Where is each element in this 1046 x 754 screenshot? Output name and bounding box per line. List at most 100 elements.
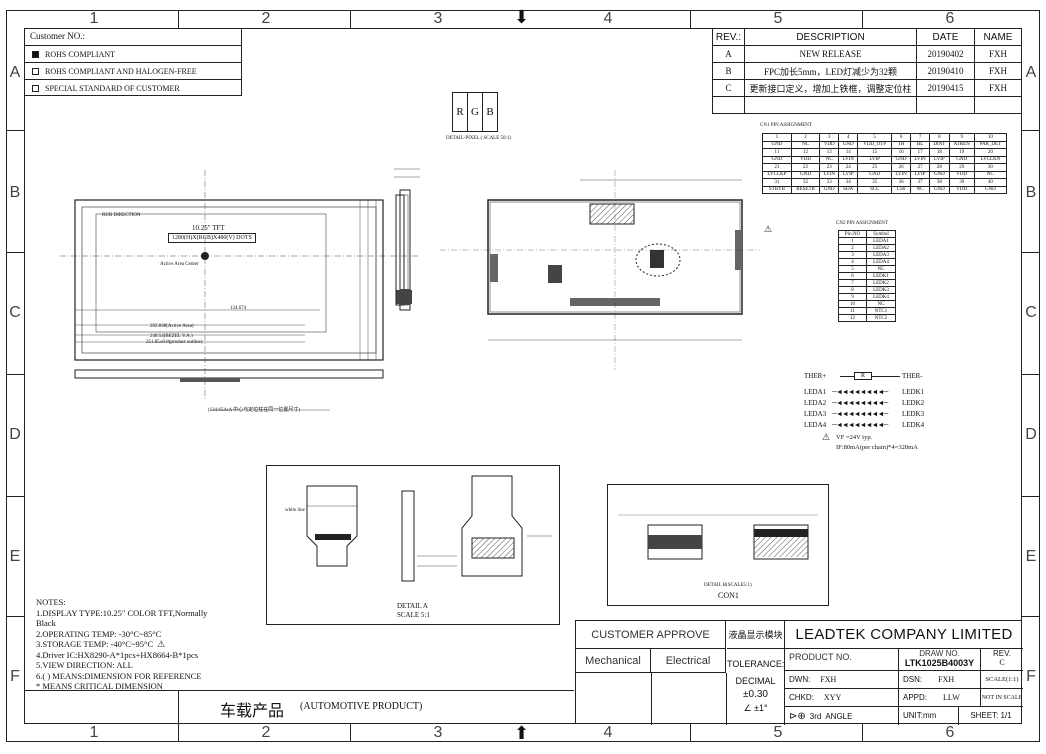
subpixel-g: G <box>468 93 483 131</box>
date-cell: 20190415 <box>916 79 975 97</box>
cn1-cell: 8 <box>929 133 950 142</box>
flag-b-icon: ⚠ <box>764 224 773 234</box>
cn1-cell: LVIN <box>910 155 931 164</box>
customer-approve-label: CUSTOMER APPROVE <box>576 621 726 649</box>
zone-row-e-left: E <box>9 548 21 565</box>
cn1-cell: GND <box>973 185 1008 194</box>
draw-no-value: LTK1025B4003Y <box>904 658 975 668</box>
if-label: IF:80mA(per chain)*4=320mA <box>836 444 918 451</box>
customer-option-rohs[interactable]: ROHS COMPLIANT <box>24 45 241 62</box>
angle-label: ANGLE <box>825 711 853 721</box>
ther-minus-label: THER- <box>902 372 923 380</box>
anode-label: LEDA4 <box>804 421 827 429</box>
mechanical-label: Mechanical <box>576 649 651 673</box>
zone-tick <box>6 374 24 375</box>
display-size-label: 10.25" TFT <box>192 224 225 232</box>
cn1-cell: 37 <box>910 178 931 187</box>
cn1-cell: 18 <box>929 148 950 157</box>
cn2-symbol-cell: LEDA3 <box>866 251 896 259</box>
cn2-pin-cell: 12 <box>837 314 868 322</box>
cn1-cell: 22 <box>790 163 821 172</box>
customer-option-halogen-free[interactable]: ROHS COMPLIANT AND HALOGEN-FREE <box>24 62 241 79</box>
cn1-cell: NC <box>910 185 931 194</box>
cn1-cell: 38 <box>929 178 950 187</box>
cn1-cell: 27 <box>910 163 931 172</box>
draw-no-label: DRAW NO. <box>919 649 960 658</box>
zone-col-2-top: 2 <box>261 10 271 27</box>
cn2-pin-cell: 7 <box>837 279 868 287</box>
cn1-cell: GND <box>838 140 859 149</box>
con1-panel: DETAIL B(SCALE5:1) CON1 <box>607 484 829 606</box>
cn2-symbol-cell: NC <box>866 265 896 273</box>
anode-label: LEDA3 <box>804 410 827 418</box>
cn1-cell: 25 <box>857 163 893 172</box>
notes-title: NOTES: <box>36 597 66 607</box>
cn1-cell: GND <box>857 170 893 179</box>
ther-plus-label: THER+ <box>804 372 827 380</box>
checkbox-icon[interactable] <box>32 67 39 75</box>
cn2-symbol-cell: LEDK1 <box>866 272 896 280</box>
pixel-detail-caption: DETAIL-PIXEL ( SCALE 50:1) <box>446 136 512 141</box>
cn1-cell: 11 <box>762 148 792 157</box>
zone-row-c-left: C <box>9 304 21 321</box>
description-header: DESCRIPTION <box>744 28 917 46</box>
dim-134674: 134.674 <box>230 306 247 311</box>
projection-value: 3rd <box>809 711 822 721</box>
dim-bezel: 240.54(BEZEL V.A.) <box>150 334 193 339</box>
cathode-label: LEDK2 <box>902 399 925 407</box>
cn1-cell: LVIN <box>819 170 840 179</box>
detail-a-caption: DETAIL A <box>397 602 428 610</box>
name-header: NAME <box>974 28 1022 46</box>
note-item: * MEANS CRITICAL DIMENSION <box>36 681 163 691</box>
zone-tick <box>1022 252 1040 253</box>
cn2-symbol-cell: LEDA2 <box>866 244 896 252</box>
cn2-title: CN2 PIN ASSIGNMENT <box>836 221 888 226</box>
zone-col-6-bottom: 6 <box>945 724 955 741</box>
customer-option-special[interactable]: SPECIAL STANDARD OF CUSTOMER <box>24 79 241 96</box>
appd-cell: APPD: LLW <box>899 689 981 707</box>
dim-center-note: (134.654±A 中心与定位柱在同一位置尺寸) <box>208 408 300 413</box>
checkbox-checked-icon[interactable] <box>32 50 39 58</box>
back-view-drawing <box>440 170 760 370</box>
cn1-cell: LVIP <box>838 170 859 179</box>
cn1-cell: 19 <box>948 148 975 157</box>
cathode-label: LEDK4 <box>902 421 925 429</box>
cn1-cell: 35 <box>857 178 893 187</box>
customer-option-label: ROHS COMPLIANT AND HALOGEN-FREE <box>45 66 197 76</box>
cn1-cell: LVIN <box>838 155 859 164</box>
cn2-symbol-cell: LEDK3 <box>866 286 896 294</box>
date-cell: 20190410 <box>916 62 975 80</box>
cn2-symbol-cell: LEDK4 <box>866 293 896 301</box>
date-header: DATE <box>916 28 975 46</box>
detail-a-panel: white line DETAIL A SCALE 5:1 <box>266 465 560 625</box>
zone-col-4-bottom: 4 <box>603 724 613 741</box>
electrical-label: Electrical <box>651 649 726 673</box>
flag-b-icon: ⚠ <box>822 432 831 442</box>
cn1-cell: 1 <box>762 133 792 142</box>
checkbox-icon[interactable] <box>32 84 39 92</box>
unit-cell: UNIT:mm <box>899 707 959 725</box>
led-chain-icon: ─◄◄◄◄◄◄◄◄─ <box>832 399 888 407</box>
cn2-pin-cell: 6 <box>837 272 868 280</box>
cn1-cell: DINT <box>929 140 950 149</box>
vf-label: VF =24V typ. <box>836 434 873 441</box>
cn2-symbol-cell: LEDA1 <box>866 237 896 245</box>
note-item: 2.OPERATING TEMP: -30°C~85°C <box>36 628 162 639</box>
decimal-tolerance: ±0.30 <box>743 689 768 700</box>
zone-row-d-right: D <box>1025 426 1037 443</box>
dwn-cell: DWN: FXH <box>785 671 899 689</box>
zone-col-4-top: 4 <box>603 10 613 27</box>
cn2-header-symbol: Symbol <box>866 230 896 238</box>
zone-row-f-left: F <box>10 668 20 685</box>
cn1-cell: GND <box>929 185 950 194</box>
notes-block: NOTES: 1.DISPLAY TYPE:10.25" COLOR TFT,N… <box>36 597 226 692</box>
zone-tick <box>350 724 351 742</box>
